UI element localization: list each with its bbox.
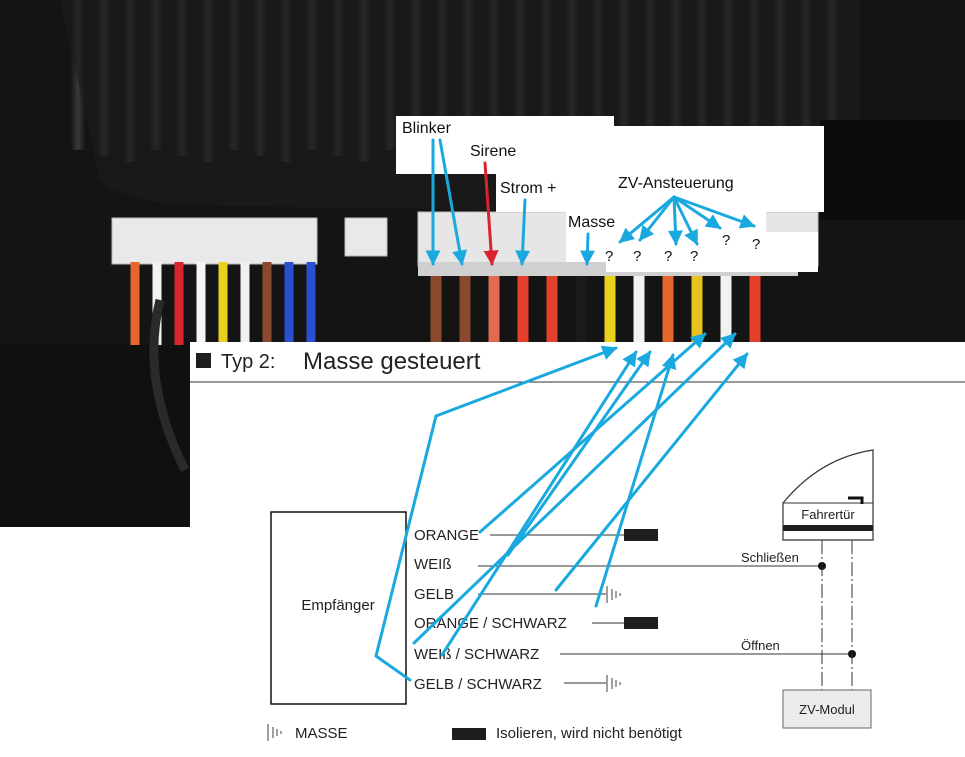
- label-masse: Masse: [568, 214, 615, 231]
- label-zv-ansteuerung: ZV-Ansteuerung: [618, 175, 734, 192]
- receiver-label: Empfänger: [301, 597, 374, 614]
- module-label: ZV-Modul: [799, 702, 855, 717]
- question-mark: ?: [690, 248, 698, 265]
- label-strom: Strom +: [500, 180, 556, 197]
- legend-insulate-label: Isolieren, wird nicht benötigt: [496, 725, 683, 742]
- receiver: Empfänger: [270, 511, 407, 705]
- ground-symbol: [606, 675, 621, 692]
- ground-symbol: [606, 586, 621, 603]
- lock-label: Schließen: [741, 550, 799, 565]
- legend: MASSE Isolieren, wird nicht benötigt: [267, 724, 683, 742]
- insulate-block: [624, 529, 658, 541]
- section-bullet: [196, 353, 211, 368]
- door-label: Fahrertür: [801, 507, 855, 522]
- driver-door: Fahrertür: [782, 449, 874, 541]
- question-mark: ?: [664, 248, 672, 265]
- actuator-lines: Schließen Öffnen: [741, 540, 856, 690]
- question-mark: ?: [722, 232, 730, 249]
- zv-module: ZV-Modul: [782, 689, 872, 729]
- wire-label-orange-schwarz: ORANGE / SCHWARZ: [414, 615, 567, 632]
- wire-label-weiss: WEIß: [414, 556, 452, 573]
- insulate-block: [624, 617, 658, 629]
- unlock-label: Öffnen: [741, 638, 780, 653]
- wire-label-gelb-schwarz: GELB / SCHWARZ: [414, 676, 542, 693]
- wire-label-orange: ORANGE: [414, 527, 479, 544]
- question-mark: ?: [605, 248, 613, 265]
- annotation-arrows: [374, 138, 756, 682]
- wire-label-gelb: GELB: [414, 586, 454, 603]
- question-mark: ?: [633, 248, 641, 265]
- wire-label-weiss-schwarz: WEIß / SCHWARZ: [414, 646, 539, 663]
- legend-ground-label: MASSE: [295, 725, 348, 742]
- insulate-block: [452, 728, 486, 740]
- photo-labels: Blinker Sirene Strom + ZV-Ansteuerung Ma…: [402, 120, 760, 265]
- section-title: Masse gesteuert: [303, 348, 481, 375]
- ground-symbol: [267, 724, 282, 741]
- label-sirene: Sirene: [470, 143, 516, 160]
- question-mark: ?: [752, 236, 760, 253]
- section-title-prefix: Typ 2:: [221, 351, 275, 373]
- label-blinker: Blinker: [402, 120, 452, 137]
- wire-list: ORANGE WEIß GELB ORANGE / SCHWARZ WEIß /…: [414, 527, 852, 693]
